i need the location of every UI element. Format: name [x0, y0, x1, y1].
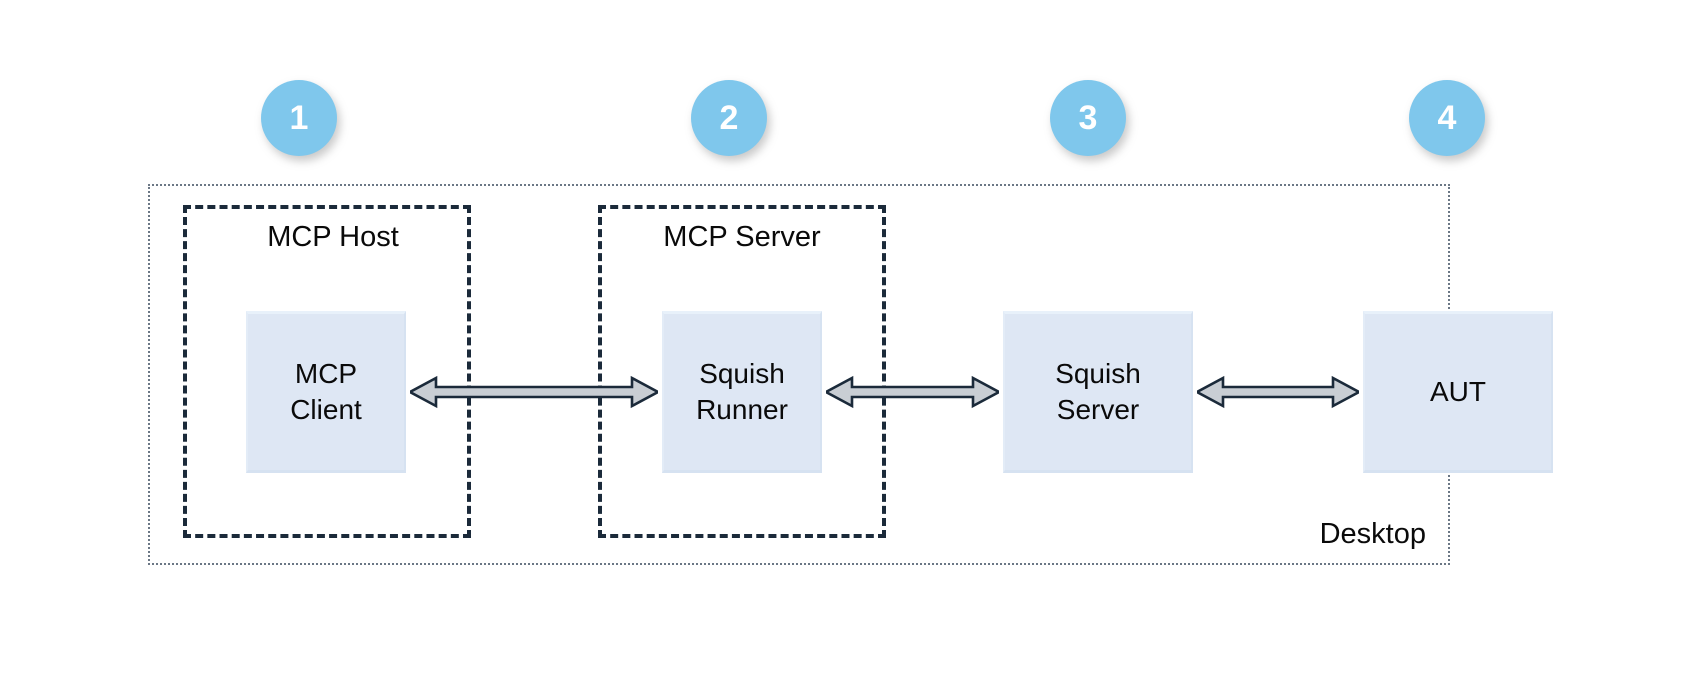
node-mcp-client[interactable]: MCP Client — [246, 311, 406, 473]
node-mcp-client-line-1: MCP — [294, 358, 358, 390]
node-squish-runner[interactable]: Squish Runner — [662, 311, 822, 473]
step-marker-4[interactable]: 4 — [1409, 80, 1485, 156]
connector-server-aut-bidirectional-arrow-icon — [1197, 372, 1359, 412]
step-marker-3[interactable]: 3 — [1050, 80, 1126, 156]
step-marker-2-label: 2 — [719, 99, 739, 137]
step-marker-4-label: 4 — [1437, 99, 1457, 137]
step-marker-3-label: 3 — [1078, 99, 1098, 137]
group-mcp-server: MCP Server — [598, 205, 886, 538]
node-squish-server[interactable]: Squish Server — [1003, 311, 1193, 473]
node-squish-server-line-1: Squish — [1055, 358, 1141, 390]
group-mcp-server-title: MCP Server — [663, 221, 821, 253]
group-mcp-host: MCP Host — [183, 205, 471, 538]
step-marker-1-label: 1 — [289, 99, 309, 137]
connector-client-runner-bidirectional-arrow-icon — [410, 372, 658, 412]
step-marker-2[interactable]: 2 — [691, 80, 767, 156]
node-aut[interactable]: AUT — [1363, 311, 1553, 473]
node-squish-server-line-2: Server — [1056, 394, 1140, 425]
node-aut-line-1: AUT — [1430, 376, 1486, 408]
step-marker-1[interactable]: 1 — [261, 80, 337, 156]
node-mcp-client-line-2: Client — [290, 394, 362, 425]
group-mcp-host-title: MCP Host — [267, 221, 399, 253]
node-squish-runner-line-1: Squish — [699, 358, 785, 390]
desktop-label: Desktop — [1319, 518, 1426, 550]
node-squish-runner-line-2: Runner — [696, 394, 788, 425]
connector-runner-server-bidirectional-arrow-icon — [826, 372, 999, 412]
